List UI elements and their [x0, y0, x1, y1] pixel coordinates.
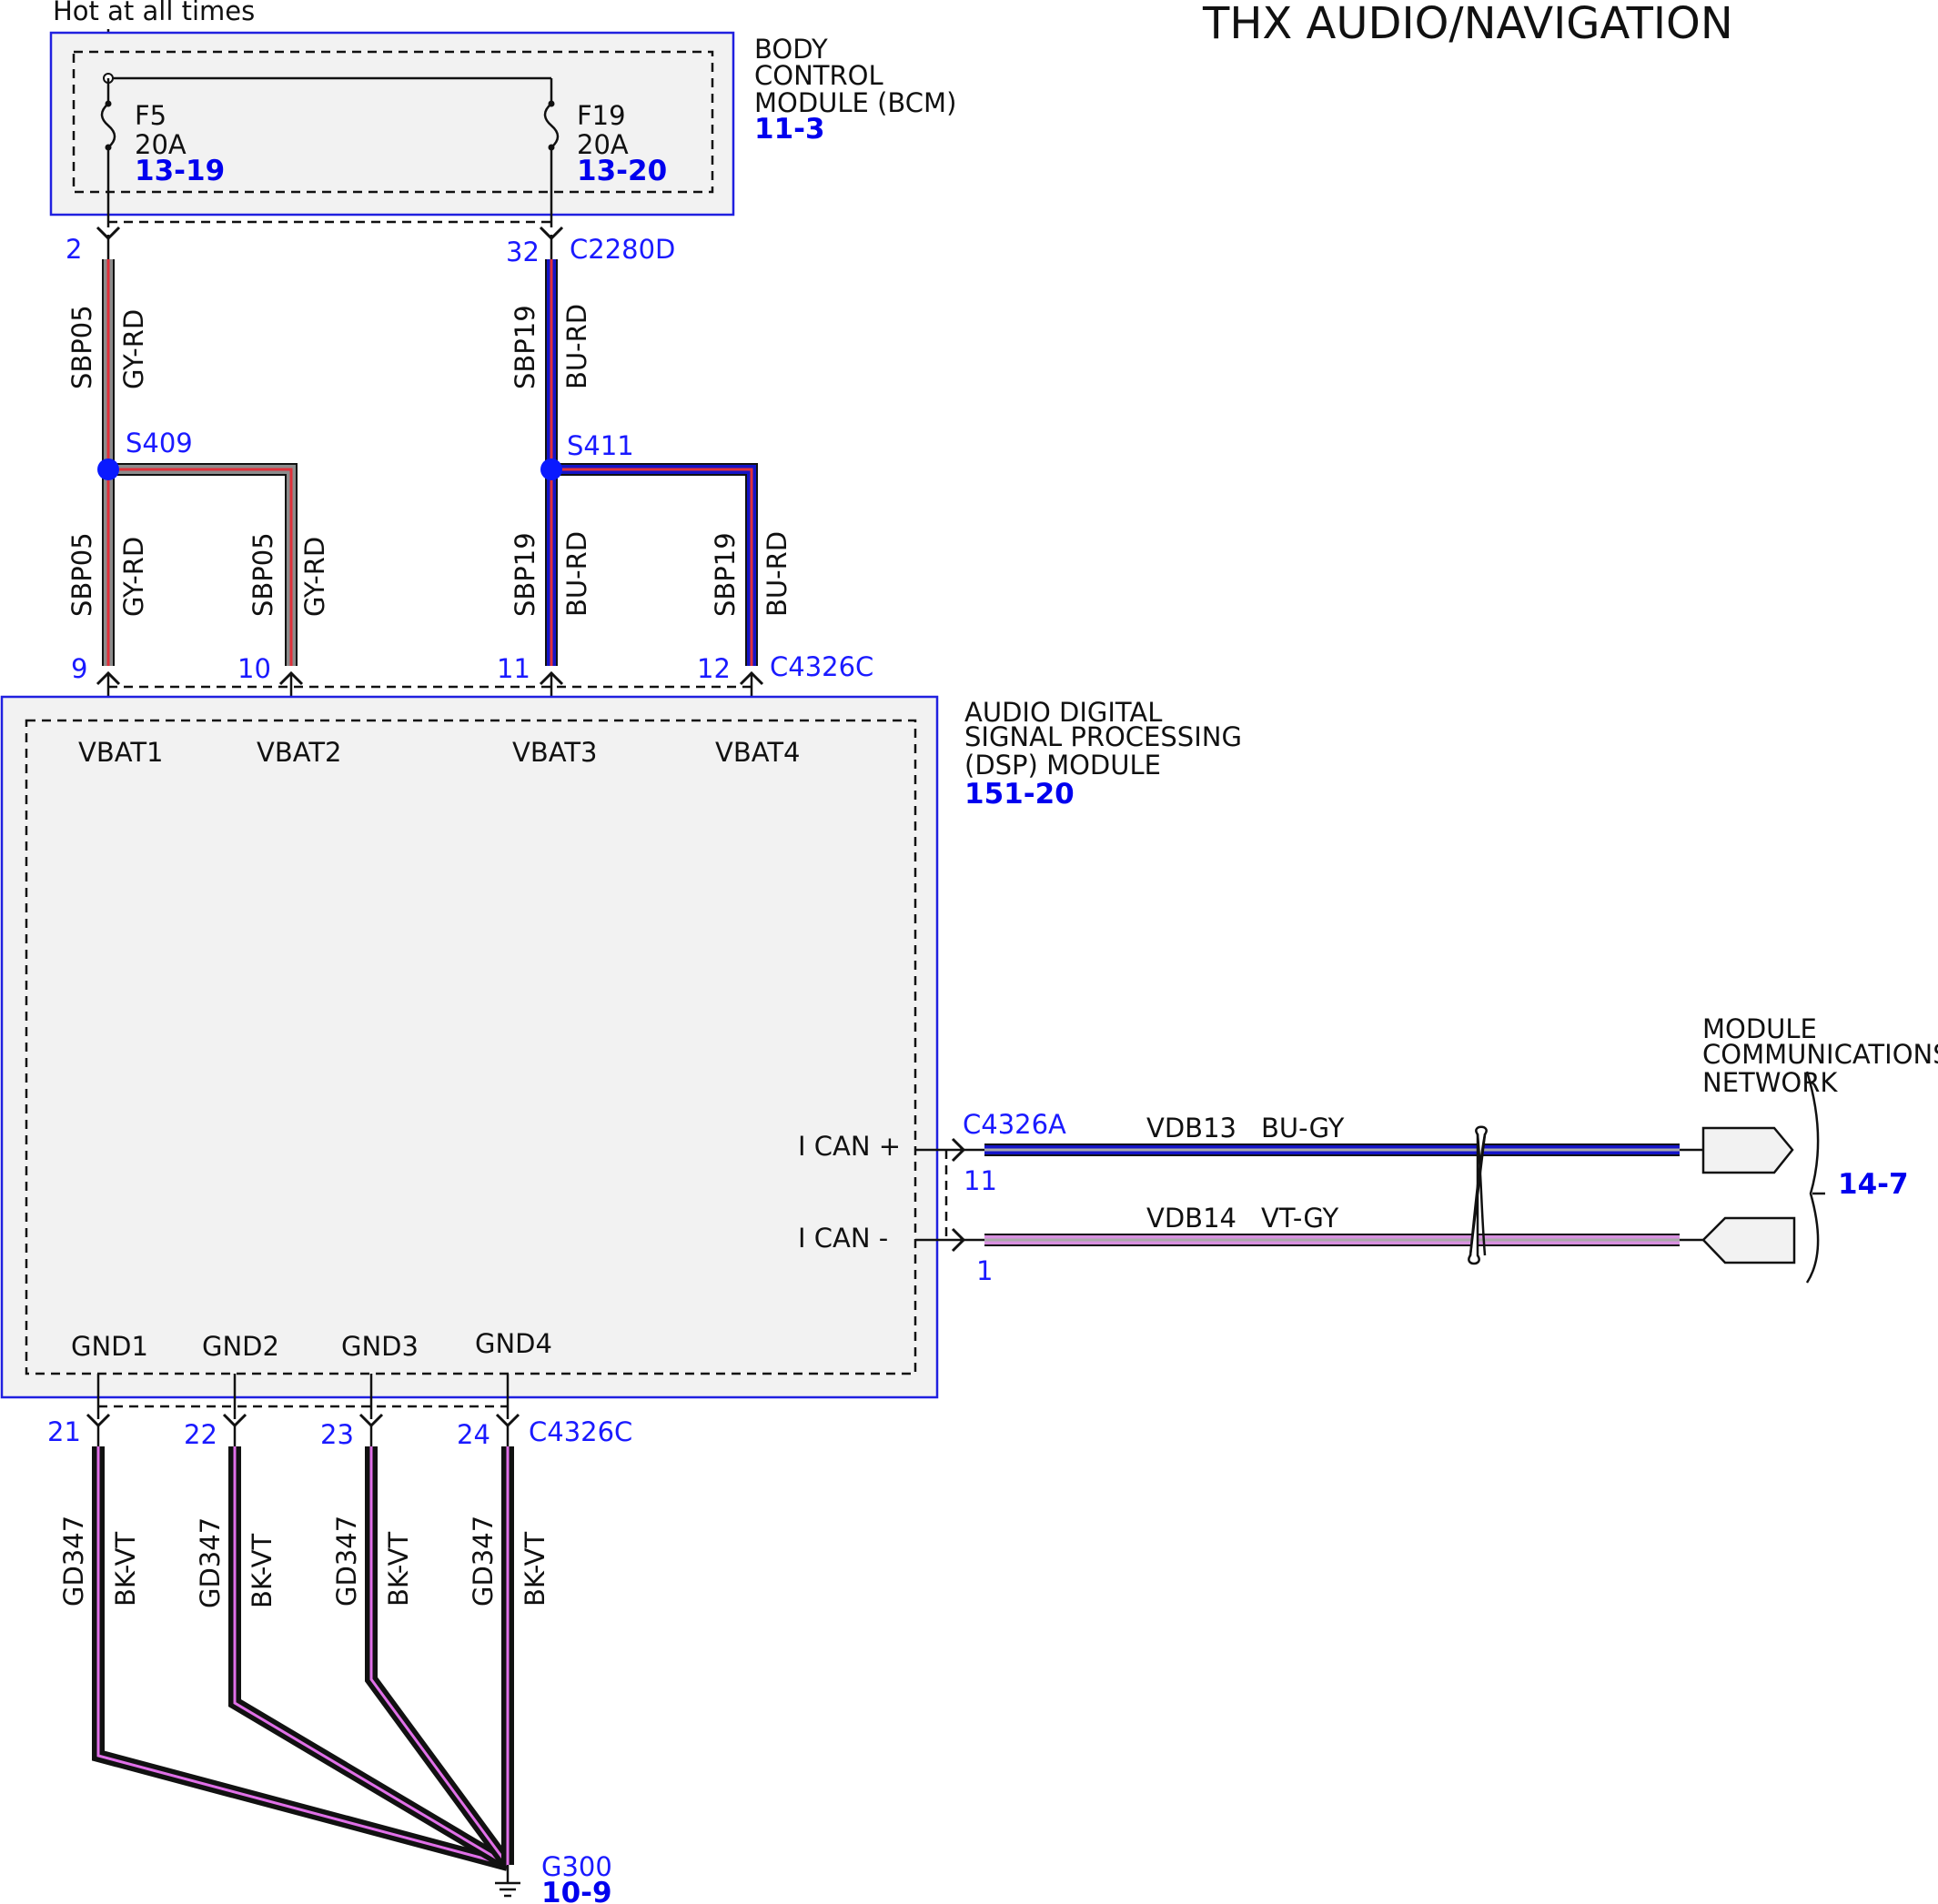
fuse-f5-name: F5 [135, 100, 167, 131]
color-label-pin21: BK-VT [110, 1532, 141, 1607]
bcm-module: F5 20A 13-19 F19 20A 13-20 BODY CONTROL … [49, 31, 956, 227]
color-label-bu-rd-upper: BU-RD [561, 304, 592, 389]
vbat4-label: VBAT4 [715, 737, 801, 768]
gnd1-label: GND1 [71, 1331, 148, 1362]
fuse-f19-name: F19 [577, 100, 626, 131]
color-label-pin9: GY-RD [118, 537, 149, 617]
i-can-plus-label: I CAN + [798, 1131, 901, 1162]
gnd2-label: GND2 [202, 1331, 279, 1362]
bcm-inner-dashed [72, 50, 714, 194]
circuit-vdb13-label: VDB13 [1146, 1113, 1236, 1143]
circuit-vdb14-label: VDB14 [1146, 1203, 1236, 1234]
vbat1-label: VBAT1 [78, 737, 164, 768]
network-brace-icon [1805, 1071, 1820, 1284]
ground-ref[interactable]: 10-9 [541, 1877, 612, 1904]
bcm-outline [49, 31, 735, 217]
dsp-name-line-1: AUDIO DIGITAL [964, 697, 1162, 728]
bcm-name-line-2: CONTROL [754, 60, 883, 91]
bcm-name-line-1: BODY [754, 34, 828, 65]
fuse-f19-icon [543, 100, 560, 227]
color-label-gy-rd-upper: GY-RD [118, 309, 149, 389]
network-ref[interactable]: 14-7 [1838, 1168, 1909, 1201]
dsp-module [0, 695, 939, 1399]
pin-21-label: 21 [47, 1416, 81, 1447]
dsp-inner-dashed [25, 719, 917, 1375]
color-label-pin11: BU-RD [561, 531, 592, 617]
color-label-pin23: BK-VT [383, 1532, 414, 1607]
pin-23-label: 23 [320, 1419, 354, 1450]
network-name-line-1: MODULE [1702, 1013, 1817, 1044]
bcm-ref[interactable]: 11-3 [754, 113, 825, 146]
pin-12-label: 12 [697, 653, 731, 684]
network-name-line-3: NETWORK [1702, 1067, 1838, 1098]
color-label-pin12: BU-RD [762, 531, 792, 617]
color-bu-gy-label: BU-GY [1261, 1113, 1345, 1143]
vbat2-label: VBAT2 [257, 737, 342, 768]
pin-24-label: 24 [457, 1419, 490, 1450]
color-vt-gy-label: VT-GY [1261, 1203, 1338, 1234]
color-label-pin22: BK-VT [247, 1534, 278, 1608]
splice-s411[interactable] [540, 458, 562, 480]
fuse-f19-ref[interactable]: 13-20 [577, 155, 667, 187]
circuit-label-pin11: SBP19 [510, 532, 540, 617]
pin-22-label: 22 [184, 1419, 217, 1450]
vbat3-label: VBAT3 [512, 737, 598, 768]
can-pin-1-label: 1 [976, 1255, 993, 1286]
splice-s411-label: S411 [567, 430, 634, 461]
pin-9-label: 9 [71, 653, 87, 684]
gnd3-label: GND3 [341, 1331, 419, 1362]
bcm-name-line-3: MODULE (BCM) [754, 87, 956, 118]
circuit-label-pin24: GD347 [468, 1516, 499, 1607]
wire-gd347-bk-vt [92, 1446, 514, 1871]
network-connector-plus-icon [1701, 1126, 1794, 1174]
bcm-pin-32: 32 [506, 237, 540, 267]
fuse-f5-rating: 20A [135, 129, 187, 160]
connector-c4326c-vbat-label: C4326C [770, 651, 873, 682]
fuse-f19-rating: 20A [577, 129, 629, 160]
dsp-name-line-2: SIGNAL PROCESSING [964, 721, 1242, 752]
circuit-label-pin23: GD347 [331, 1516, 362, 1607]
fuse-f5-ref[interactable]: 13-19 [135, 155, 225, 187]
fuse-f5-icon [100, 78, 116, 227]
gnd4-label: GND4 [475, 1328, 552, 1359]
splice-s409-label: S409 [126, 428, 193, 458]
dsp-name-line-3: (DSP) MODULE [964, 750, 1161, 781]
color-label-pin24: BK-VT [520, 1532, 550, 1607]
can-pin-11-label: 11 [964, 1165, 997, 1196]
twisted-pair-icon [1468, 1125, 1488, 1265]
ground-symbol-icon [495, 1865, 520, 1898]
pin-11-label: 11 [497, 653, 530, 684]
connector-c2280d [96, 220, 564, 259]
pin-10-label: 10 [237, 653, 271, 684]
splice-s409[interactable] [97, 458, 119, 480]
ground-g300-label: G300 [541, 1851, 612, 1882]
circuit-label-pin22: GD347 [195, 1517, 226, 1608]
dsp-outline [0, 695, 939, 1399]
circuit-label-pin21: GD347 [58, 1516, 89, 1607]
hot-at-all-times-label: Hot at all times [53, 0, 255, 26]
circuit-label-pin9: SBP05 [66, 532, 97, 617]
connector-c4326a-label: C4326A [963, 1109, 1066, 1140]
bcm-pin-2: 2 [66, 234, 82, 265]
circuit-label-pin12: SBP19 [710, 532, 741, 617]
color-label-pin10: GY-RD [299, 537, 330, 617]
circuit-label-sbp05-upper: SBP05 [66, 305, 97, 389]
network-connector-minus-icon [1701, 1216, 1796, 1264]
connector-c4326c-gnd-label: C4326C [529, 1416, 632, 1447]
circuit-label-sbp19-upper: SBP19 [510, 305, 540, 389]
diagram-title: THX AUDIO/NAVIGATION [1202, 0, 1733, 49]
connector-c4326a [915, 1137, 984, 1253]
dsp-ref[interactable]: 151-20 [964, 778, 1075, 811]
network-name-line-2: COMMUNICATIONS [1702, 1039, 1938, 1070]
connector-c2280d-label: C2280D [570, 234, 675, 265]
connector-c4326c-gnd [86, 1374, 520, 1446]
circuit-label-pin10: SBP05 [247, 532, 278, 617]
i-can-minus-label: I CAN - [798, 1223, 888, 1254]
